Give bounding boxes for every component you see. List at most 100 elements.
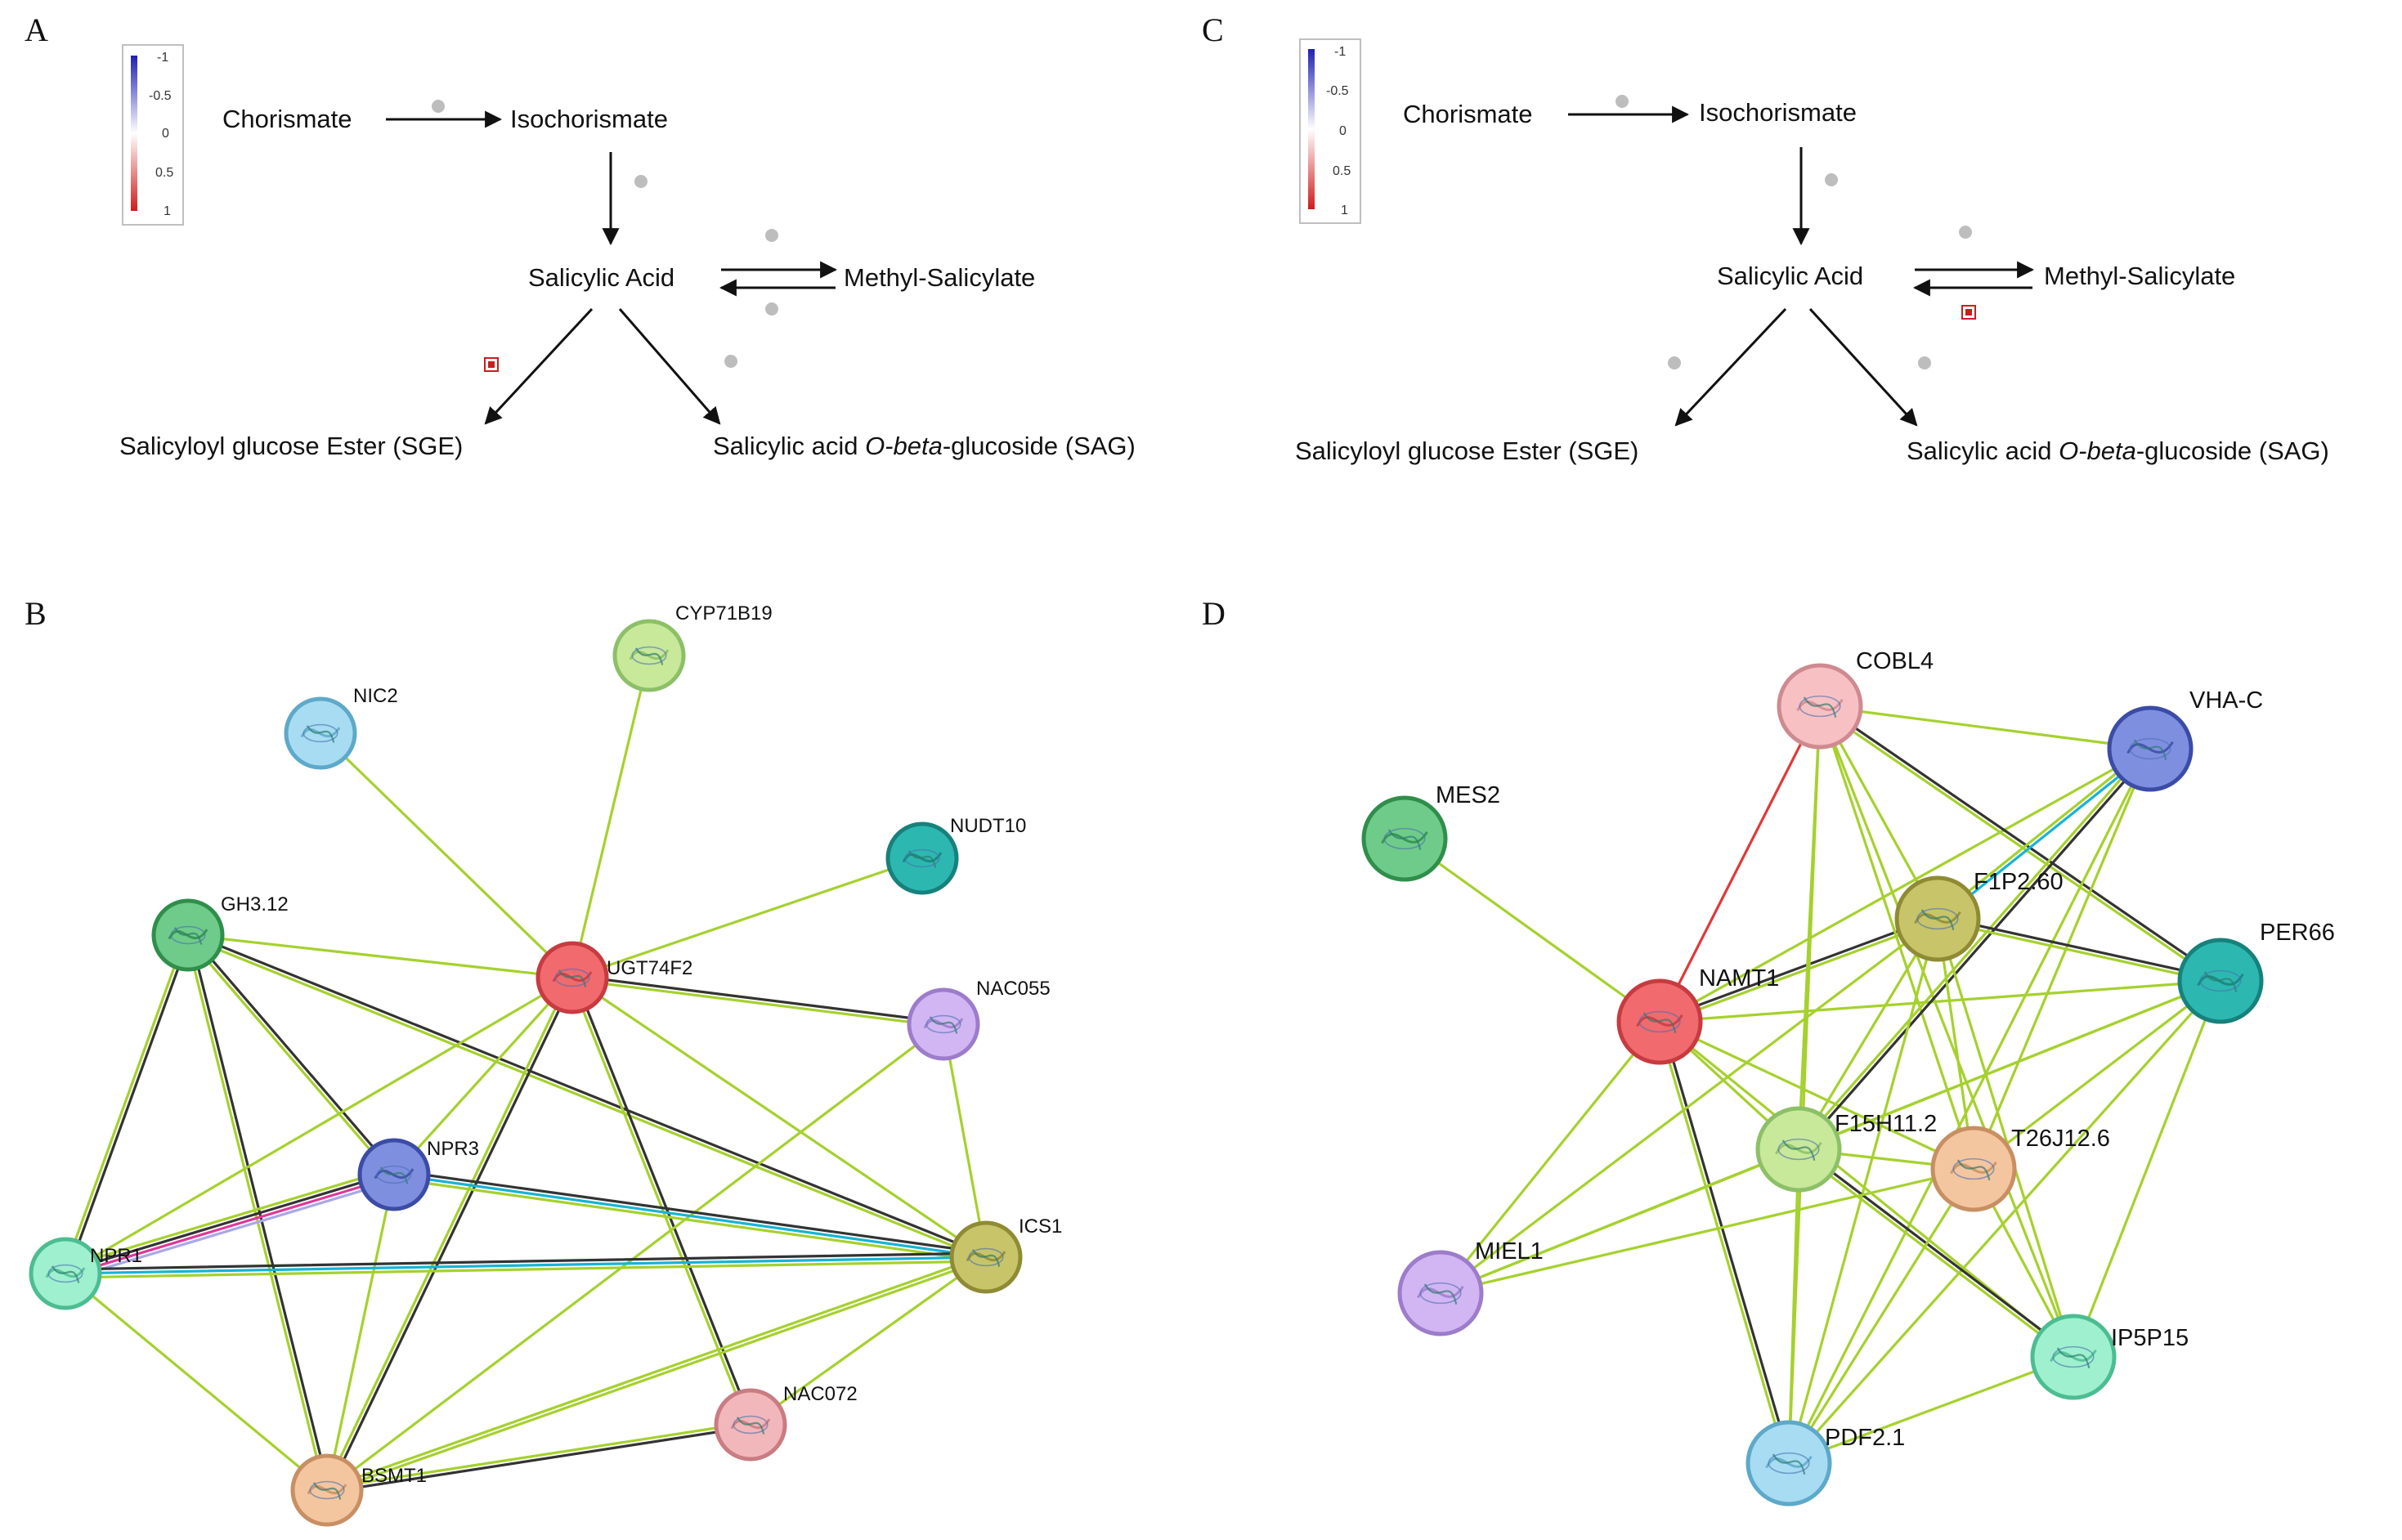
edge-line-coexpression	[187, 932, 988, 1257]
protein-node-ugt74f2[interactable]: UGT74F2	[536, 941, 692, 1014]
edge-line-textmining	[1439, 1020, 1661, 1295]
network-edge	[1818, 705, 2075, 1359]
network-edge	[325, 1254, 988, 1493]
protein-node-t26j12-6[interactable]: T26J12.6	[1930, 1126, 2110, 1212]
legend-gradient-bar	[1308, 49, 1315, 209]
edge-line-textmining	[186, 935, 987, 1260]
network-edge	[1934, 745, 2153, 922]
protein-node-f1p2-60[interactable]: F1P2.60	[1894, 869, 2064, 962]
enzyme-indicator-dot	[1918, 356, 1931, 369]
network-edge	[1657, 915, 1940, 1025]
edge-line-textmining	[1817, 706, 2221, 984]
network-edge	[1658, 747, 2152, 1023]
legend-tick-label: -1	[157, 51, 168, 65]
edge-line-textmining	[1797, 917, 1939, 1151]
arrow-sa-to-sge	[484, 307, 594, 425]
edge-line-textmining	[64, 1260, 988, 1279]
protein-node-per66[interactable]: PER66	[2177, 920, 2335, 1024]
edge-line-database	[392, 1173, 988, 1259]
edge-line-textmining	[1818, 705, 1975, 1171]
edge-line-red	[1658, 705, 1822, 1023]
edge-line-coexpression	[188, 932, 397, 1175]
node-label: CYP71B19	[675, 602, 773, 625]
panel-letter-c: C	[1202, 11, 1224, 48]
network-edge	[571, 654, 651, 979]
network-edge	[571, 857, 924, 979]
edge-line-textmining	[1795, 1149, 2074, 1360]
compound-methyl-salicylate: Methyl-Salicylate	[844, 263, 1035, 292]
protein-node-ip5p15[interactable]: IP5P15	[2030, 1314, 2189, 1400]
node-label: T26J12.6	[2011, 1126, 2110, 1152]
network-edge	[1439, 1020, 1661, 1295]
panel-a: A -1 -0.5 0 0.5 1 Chorismate Isochorisma…	[25, 11, 1136, 460]
node-label: NPR3	[427, 1138, 479, 1160]
protein-node-npr3[interactable]: NPR3	[357, 1138, 479, 1211]
edge-line-textmining	[1658, 747, 2152, 1023]
network-edge	[1439, 1167, 1975, 1295]
node-label: NAC055	[976, 978, 1051, 1000]
compound-isochorismate: Isochorismate	[1699, 98, 1857, 127]
network-edge	[942, 1023, 988, 1259]
node-label: MIEL1	[1475, 1238, 1544, 1265]
legend-tick-label: 1	[164, 204, 171, 218]
panel-b: B CYP71B19NIC2NUDT10GH3.12UGT74F2NAC055N…	[25, 595, 1062, 1527]
network-edge	[1936, 917, 2075, 1359]
network-edge	[2072, 979, 2222, 1359]
network-edge	[1787, 1355, 2075, 1465]
arrow-sa-to-sag	[1808, 307, 1918, 427]
network-edge	[325, 1421, 752, 1494]
protein-node-vha-c[interactable]: VHA-C	[2107, 687, 2263, 792]
protein-structure-icon	[374, 1165, 415, 1184]
node-label: F15H11.2	[1835, 1111, 1937, 1137]
protein-structure-icon	[300, 723, 341, 743]
edge-line-textmining	[571, 654, 651, 979]
protein-node-miel1[interactable]: MIEL1	[1397, 1238, 1544, 1336]
edge-line-coexpression	[327, 977, 576, 1493]
compound-sge: Salicyloyl glucose Ester (SGE)	[1295, 436, 1638, 465]
edge-line-textmining	[1656, 1021, 1789, 1466]
edge-line-textmining	[1936, 917, 2075, 1359]
protein-structure-icon	[2050, 1345, 2097, 1368]
edge-line-textmining	[324, 975, 572, 1491]
compound-chorismate: Chorismate	[1403, 100, 1533, 128]
legend-tick-label: 0.5	[155, 166, 173, 180]
protein-node-cyp71b19[interactable]: CYP71B19	[612, 602, 773, 692]
edge-line-textmining	[392, 976, 574, 1176]
protein-node-f15h11-2[interactable]: F15H11.2	[1755, 1106, 1937, 1193]
network-edge	[324, 975, 576, 1493]
color-scale-legend-a: -1 -0.5 0 0.5 1	[122, 44, 184, 226]
protein-node-bsmt1[interactable]: BSMT1	[290, 1453, 427, 1527]
protein-node-mes2[interactable]: MES2	[1361, 782, 1500, 882]
protein-node-nac055[interactable]: NAC055	[907, 978, 1051, 1061]
protein-node-ics1[interactable]: ICS1	[949, 1215, 1062, 1294]
network-edge	[1658, 705, 1822, 1023]
network-edge	[1797, 917, 1939, 1151]
edge-line-textmining	[571, 976, 988, 1259]
protein-node-nudt10[interactable]: NUDT10	[885, 815, 1026, 895]
compound-salicylic-acid: Salicylic Acid	[1717, 262, 1863, 290]
protein-structure-icon	[902, 848, 943, 868]
protein-node-nic2[interactable]: NIC2	[284, 685, 398, 770]
panel-letter-a: A	[25, 11, 48, 48]
network-edge	[1787, 979, 2222, 1465]
protein-node-pdf2-1[interactable]: PDF2.1	[1745, 1420, 1905, 1506]
network-edge	[1439, 917, 1939, 1295]
network-edge	[569, 975, 754, 1427]
protein-structure-icon	[552, 968, 593, 987]
node-label: BSMT1	[361, 1465, 427, 1487]
color-scale-legend-c: -1 -0.5 0 0.5 1	[1299, 38, 1361, 224]
edge-line-coexpression	[393, 1169, 988, 1255]
network-edge	[1818, 705, 1975, 1171]
protein-node-cobl4[interactable]: COBL4	[1777, 648, 1934, 750]
protein-node-namt1[interactable]: NAMT1	[1616, 965, 1779, 1065]
protein-structure-icon	[1381, 827, 1428, 850]
protein-structure-icon	[45, 1264, 86, 1283]
protein-node-gh3-12[interactable]: GH3.12	[151, 893, 289, 972]
edge-line-textmining	[1972, 979, 2222, 1171]
protein-node-npr1[interactable]: NPR1	[29, 1237, 142, 1310]
protein-node-nac072[interactable]: NAC072	[714, 1383, 858, 1462]
network-edge	[62, 933, 191, 1276]
legend-tick-label: 0.5	[1333, 164, 1351, 178]
edge-line-textmining	[392, 1177, 987, 1263]
